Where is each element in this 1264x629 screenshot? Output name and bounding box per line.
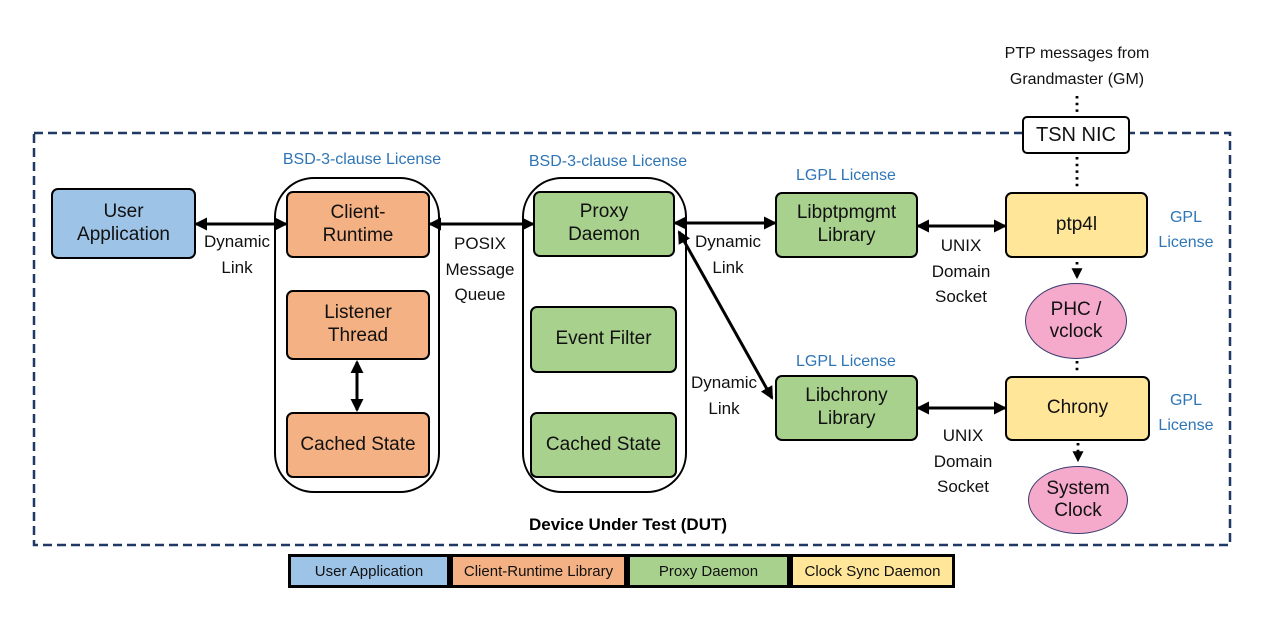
legend-user-application: User Application [288, 554, 450, 588]
legend-client-runtime-library-label: Client-Runtime Library [463, 562, 614, 580]
libchrony-license-label: LGPL License [796, 353, 896, 370]
ptp4l-license-label: GPL License [1158, 209, 1214, 251]
client-runtime-label: Client-Runtime [322, 201, 394, 246]
phc-vclock-ellipse: PHC / vclock [1025, 283, 1127, 359]
chrony-label: Chrony [1046, 397, 1109, 419]
legend-clock-sync-daemon: Clock Sync Daemon [790, 554, 955, 588]
ptp-from-gm-annotation: PTP messages from Grandmaster (GM) [1004, 45, 1150, 88]
libptpmgmt-label: Libptpmgmt Library [796, 202, 897, 246]
user-application-label: User Application [77, 200, 170, 245]
chrony-node: Chrony [1005, 376, 1150, 441]
system-clock-ellipse: System Clock [1028, 466, 1128, 534]
event-filter-label: Event Filter [555, 328, 652, 350]
user-application-node: User Application [51, 188, 196, 259]
tsn-nic-node: TSN NIC [1022, 116, 1130, 154]
chrony-license-label: GPL License [1158, 392, 1214, 434]
dynamic-link-chrony-label: Dynamic Link [690, 373, 758, 418]
phc-vclock-label: PHC / vclock [1049, 299, 1103, 342]
legend-client-runtime-library: Client-Runtime Library [450, 554, 627, 588]
legend-user-application-label: User Application [314, 562, 424, 580]
dynamic-link-user-label: Dynamic Link [203, 232, 271, 277]
unix-domain-socket-ptp-label: UNIX Domain Socket [931, 236, 991, 306]
client-container-license-label: BSD-3-clause License [282, 151, 442, 168]
libchrony-label: Libchrony Library [805, 385, 888, 429]
tsn-nic-label: TSN NIC [1036, 124, 1116, 146]
ptp4l-label: ptp4l [1055, 213, 1098, 235]
ptp4l-node: ptp4l [1005, 192, 1148, 258]
legend-proxy-daemon: Proxy Daemon [627, 554, 790, 588]
legend-clock-sync-daemon-label: Clock Sync Daemon [804, 562, 941, 580]
dut-caption: Device Under Test (DUT) [528, 515, 728, 534]
legend-proxy-daemon-label: Proxy Daemon [658, 562, 759, 580]
client-runtime-node: Client-Runtime [286, 191, 430, 258]
system-clock-label: System Clock [1046, 478, 1110, 521]
listener-thread-label: Listener Thread [324, 302, 392, 346]
client-cached-state-label: Cached State [300, 433, 416, 455]
client-cached-state-node: Cached State [286, 412, 430, 478]
proxy-cached-state-node: Cached State [530, 412, 677, 478]
proxy-cached-state-label: Cached State [545, 433, 662, 455]
posix-message-queue-label: POSIX Message Queue [445, 234, 515, 304]
libptpmgmt-node: Libptpmgmt Library [775, 192, 918, 258]
libptpmgmt-license-label: LGPL License [796, 167, 896, 184]
proxy-daemon-node: Proxy Daemon [533, 191, 675, 257]
proxy-container-license-label: BSD-3-clause License [528, 153, 688, 170]
event-filter-node: Event Filter [530, 306, 677, 373]
unix-domain-socket-chrony-label: UNIX Domain Socket [933, 426, 993, 496]
dynamic-link-ptp-label: Dynamic Link [694, 232, 762, 277]
legend: User Application Client-Runtime Library … [288, 554, 955, 588]
proxy-daemon-label: Proxy Daemon [568, 201, 640, 245]
listener-thread-node: Listener Thread [286, 290, 430, 360]
libchrony-node: Libchrony Library [775, 375, 918, 441]
